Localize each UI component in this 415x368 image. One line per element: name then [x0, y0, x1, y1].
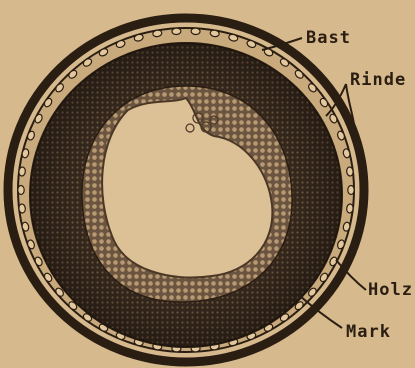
cortex-cell [18, 186, 24, 195]
label-bast: Bast [306, 28, 351, 48]
cortex-cell [18, 167, 25, 177]
label-mark: Mark [346, 322, 391, 342]
cortex-cell [172, 28, 181, 35]
cortex-cell [18, 204, 25, 214]
label-holz: Holz [368, 280, 413, 300]
label-rinde: Rinde [350, 70, 406, 90]
cortex-cell [191, 28, 200, 35]
cortex-cell [346, 204, 353, 214]
cortex-cell [348, 186, 354, 195]
cortex-cell [346, 167, 353, 177]
